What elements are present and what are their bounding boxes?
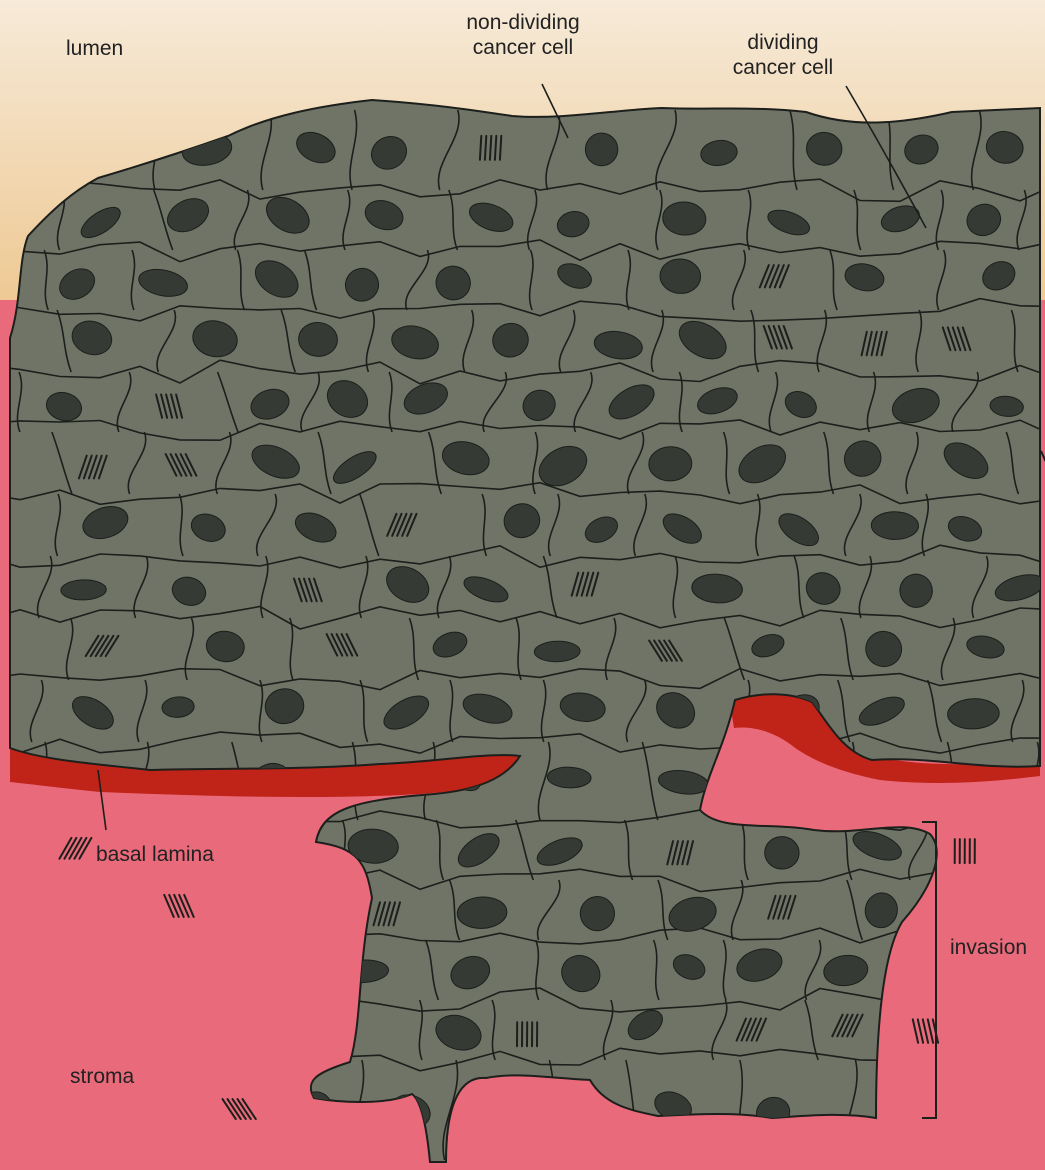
cell-nucleus — [871, 511, 919, 539]
stroma-label: stroma — [70, 1064, 134, 1089]
non-dividing-cell-label: non-dividing cancer cell — [438, 10, 608, 60]
basal-lamina-label: basal lamina — [96, 842, 214, 867]
non-dividing-label-line1: non-dividing — [438, 10, 608, 35]
dividing-cell-label: dividing cancer cell — [708, 30, 858, 80]
invasion-label: invasion — [950, 935, 1027, 960]
dividing-label-line1: dividing — [708, 30, 858, 55]
non-dividing-label-line2: cancer cell — [438, 35, 608, 60]
lumen-label: lumen — [66, 36, 123, 61]
dividing-label-line2: cancer cell — [708, 55, 858, 80]
